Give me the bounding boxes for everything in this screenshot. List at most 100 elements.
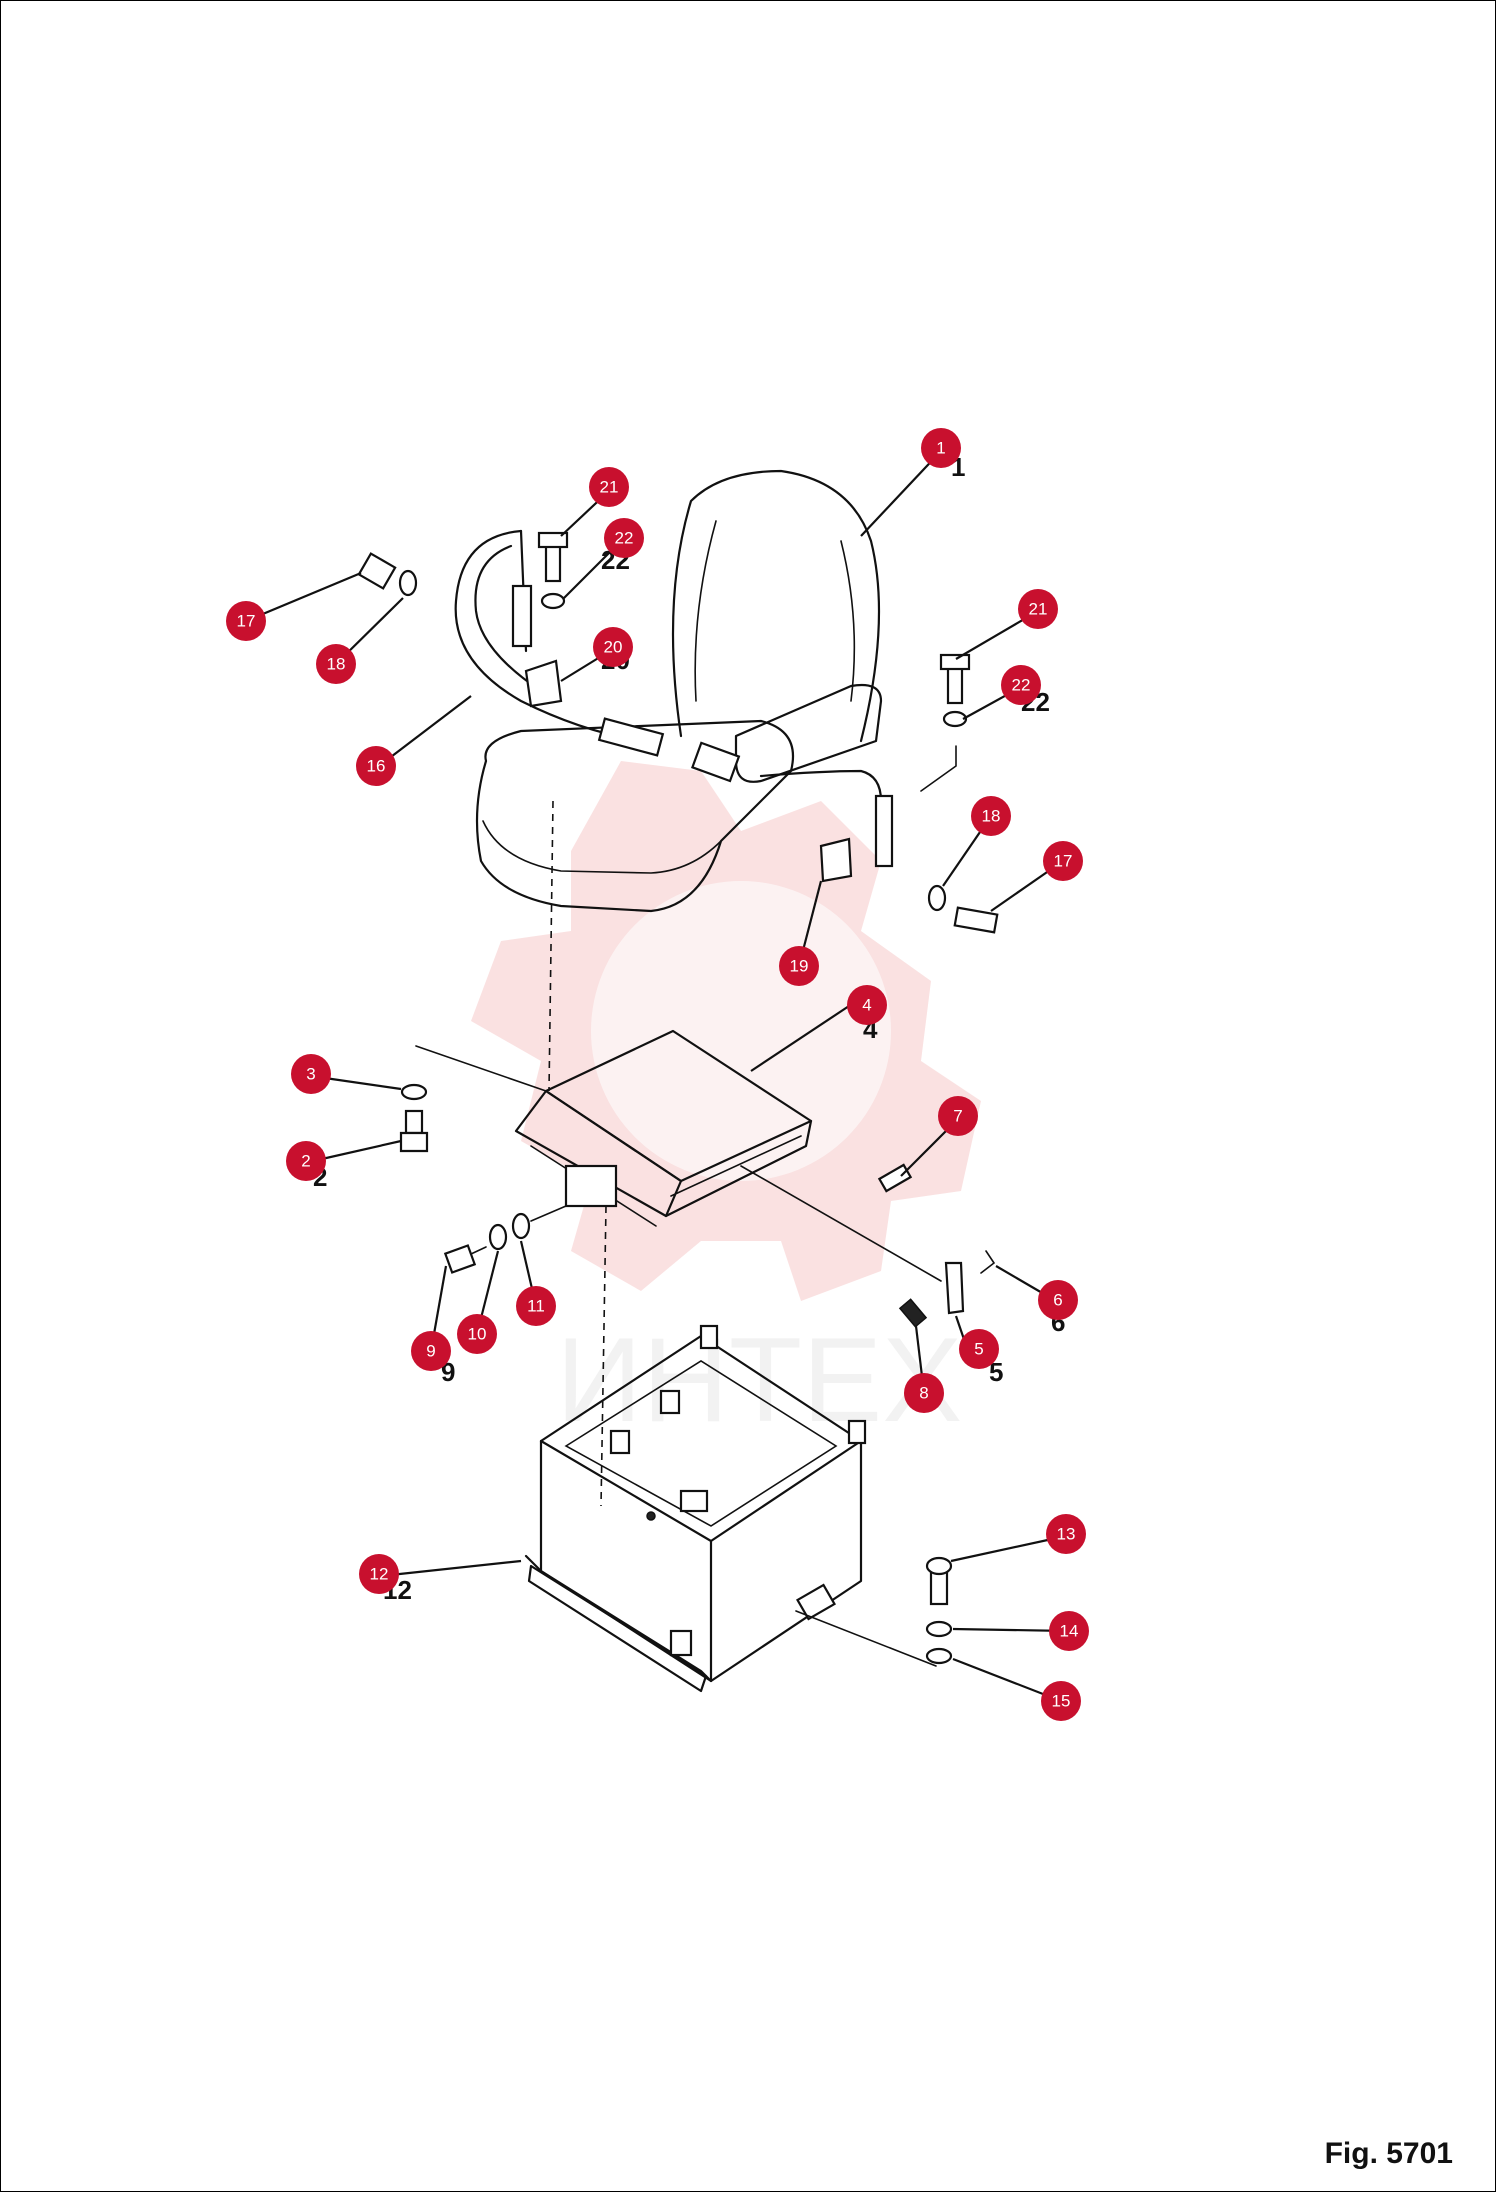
callout-number: 17	[237, 612, 256, 631]
callout-11: 11	[516, 1286, 556, 1326]
rail-slot	[670, 1135, 802, 1197]
callout-5: 5	[959, 1329, 999, 1369]
callout-number: 1	[936, 439, 945, 458]
callout-circle	[779, 946, 819, 986]
callout-circle	[959, 1329, 999, 1369]
seat-belt-right	[759, 769, 888, 863]
washer-22-right	[942, 710, 968, 728]
washer-22-left	[540, 592, 566, 610]
bolt-17-right	[953, 906, 999, 934]
callout-8: 8	[904, 1373, 944, 1413]
guide-line-bolt-2	[415, 1045, 547, 1092]
rail-frame-edge	[664, 1119, 813, 1218]
callout-circle	[291, 1054, 331, 1094]
seat-belt-latch	[691, 741, 741, 783]
callout-circle	[904, 1373, 944, 1413]
callout-circle	[938, 1096, 978, 1136]
watermark-ring	[591, 881, 891, 1181]
box-hole	[646, 1511, 656, 1521]
box-right-face	[709, 1439, 863, 1683]
callout-4: 4	[847, 985, 887, 1025]
washer-18-right	[927, 884, 947, 912]
watermark: ИНТЕХ	[471, 761, 981, 1447]
washer-10	[488, 1223, 508, 1251]
callout-circle	[593, 627, 633, 667]
box-latch	[796, 1583, 836, 1621]
seat-belt-tongue	[597, 717, 665, 757]
callout-number: 2	[301, 1152, 310, 1171]
bolt-17-left	[357, 552, 397, 590]
box-top-inner	[564, 1360, 838, 1527]
watermark-text: ИНТЕХ	[556, 1313, 962, 1447]
seat-assembly	[357, 469, 999, 1092]
spring-clip-6	[980, 1250, 996, 1274]
seat-backrest-seam	[694, 520, 717, 702]
callout-number: 8	[919, 1384, 928, 1403]
seat-cushion	[475, 719, 795, 913]
callout-number: 4	[862, 996, 871, 1015]
callout-3: 3	[291, 1054, 331, 1094]
callout-number: 22	[1012, 676, 1031, 695]
callout-number: 18	[327, 655, 346, 674]
callout-number: 22	[615, 529, 634, 548]
box-slot-3	[679, 1489, 709, 1513]
callout-number: 14	[1060, 1622, 1079, 1641]
callout-circle	[1018, 589, 1058, 629]
callout-17: 17	[1043, 841, 1083, 881]
callout-13: 13	[1046, 1514, 1086, 1554]
box-slot-2	[609, 1429, 631, 1455]
callout-circle	[604, 518, 644, 558]
nut-2	[399, 1131, 429, 1153]
bolt-9	[443, 1244, 477, 1274]
callout-19: 19	[779, 946, 819, 986]
callout-number: 15	[1052, 1692, 1071, 1711]
belt-bracket-right	[819, 837, 853, 883]
callout-10: 10	[457, 1314, 497, 1354]
callout-circle	[921, 428, 961, 468]
washer-14	[925, 1620, 953, 1638]
callout-14: 14	[1049, 1611, 1089, 1651]
callout-circle	[1049, 1611, 1089, 1651]
callout-number: 6	[1053, 1291, 1062, 1310]
callout-number: 3	[306, 1065, 315, 1084]
guide-line-lever	[740, 1165, 942, 1282]
box-tab-top	[699, 1324, 719, 1350]
callout-22: 22	[1001, 665, 1041, 705]
callout-number: 18	[982, 807, 1001, 826]
callout-circle	[457, 1314, 497, 1354]
orig-num-5: 5	[989, 1357, 1003, 1387]
callout-badges: 1234567891011121314151617181817192021212…	[226, 428, 1089, 1721]
callout-number: 19	[790, 957, 809, 976]
seat-belt-left	[454, 529, 643, 743]
callout-16: 16	[356, 746, 396, 786]
callout-6: 6	[1038, 1280, 1078, 1320]
guide-line-bolt-right	[920, 745, 957, 792]
callout-circle	[1046, 1514, 1086, 1554]
callout-number: 16	[367, 757, 386, 776]
callout-15: 15	[1041, 1681, 1081, 1721]
callout-18: 18	[971, 796, 1011, 836]
guide-line-box-bolt	[795, 1610, 937, 1667]
callout-number: 21	[600, 478, 619, 497]
callout-1: 1	[921, 428, 961, 468]
callout-17: 17	[226, 601, 266, 641]
box-tab-right	[847, 1419, 867, 1445]
callout-number: 7	[953, 1107, 962, 1126]
seat-belt-buckle-right	[874, 794, 894, 868]
callout-circle	[286, 1141, 326, 1181]
callout-number: 20	[604, 638, 623, 657]
bolt-21-left-head	[537, 531, 569, 549]
box-base-flange	[527, 1564, 708, 1693]
callout-circle	[356, 746, 396, 786]
bolt-9-shank	[470, 1246, 487, 1255]
bolt-13-head	[925, 1556, 953, 1576]
lever-5	[944, 1261, 965, 1315]
guide-line-washer-11	[530, 1205, 567, 1222]
callout-number: 10	[468, 1325, 487, 1344]
callout-circle	[589, 467, 629, 507]
guide-line-seat-left	[548, 800, 554, 1092]
callout-21: 21	[589, 467, 629, 507]
callout-number: 13	[1057, 1525, 1076, 1544]
seat-backrest	[671, 469, 881, 743]
